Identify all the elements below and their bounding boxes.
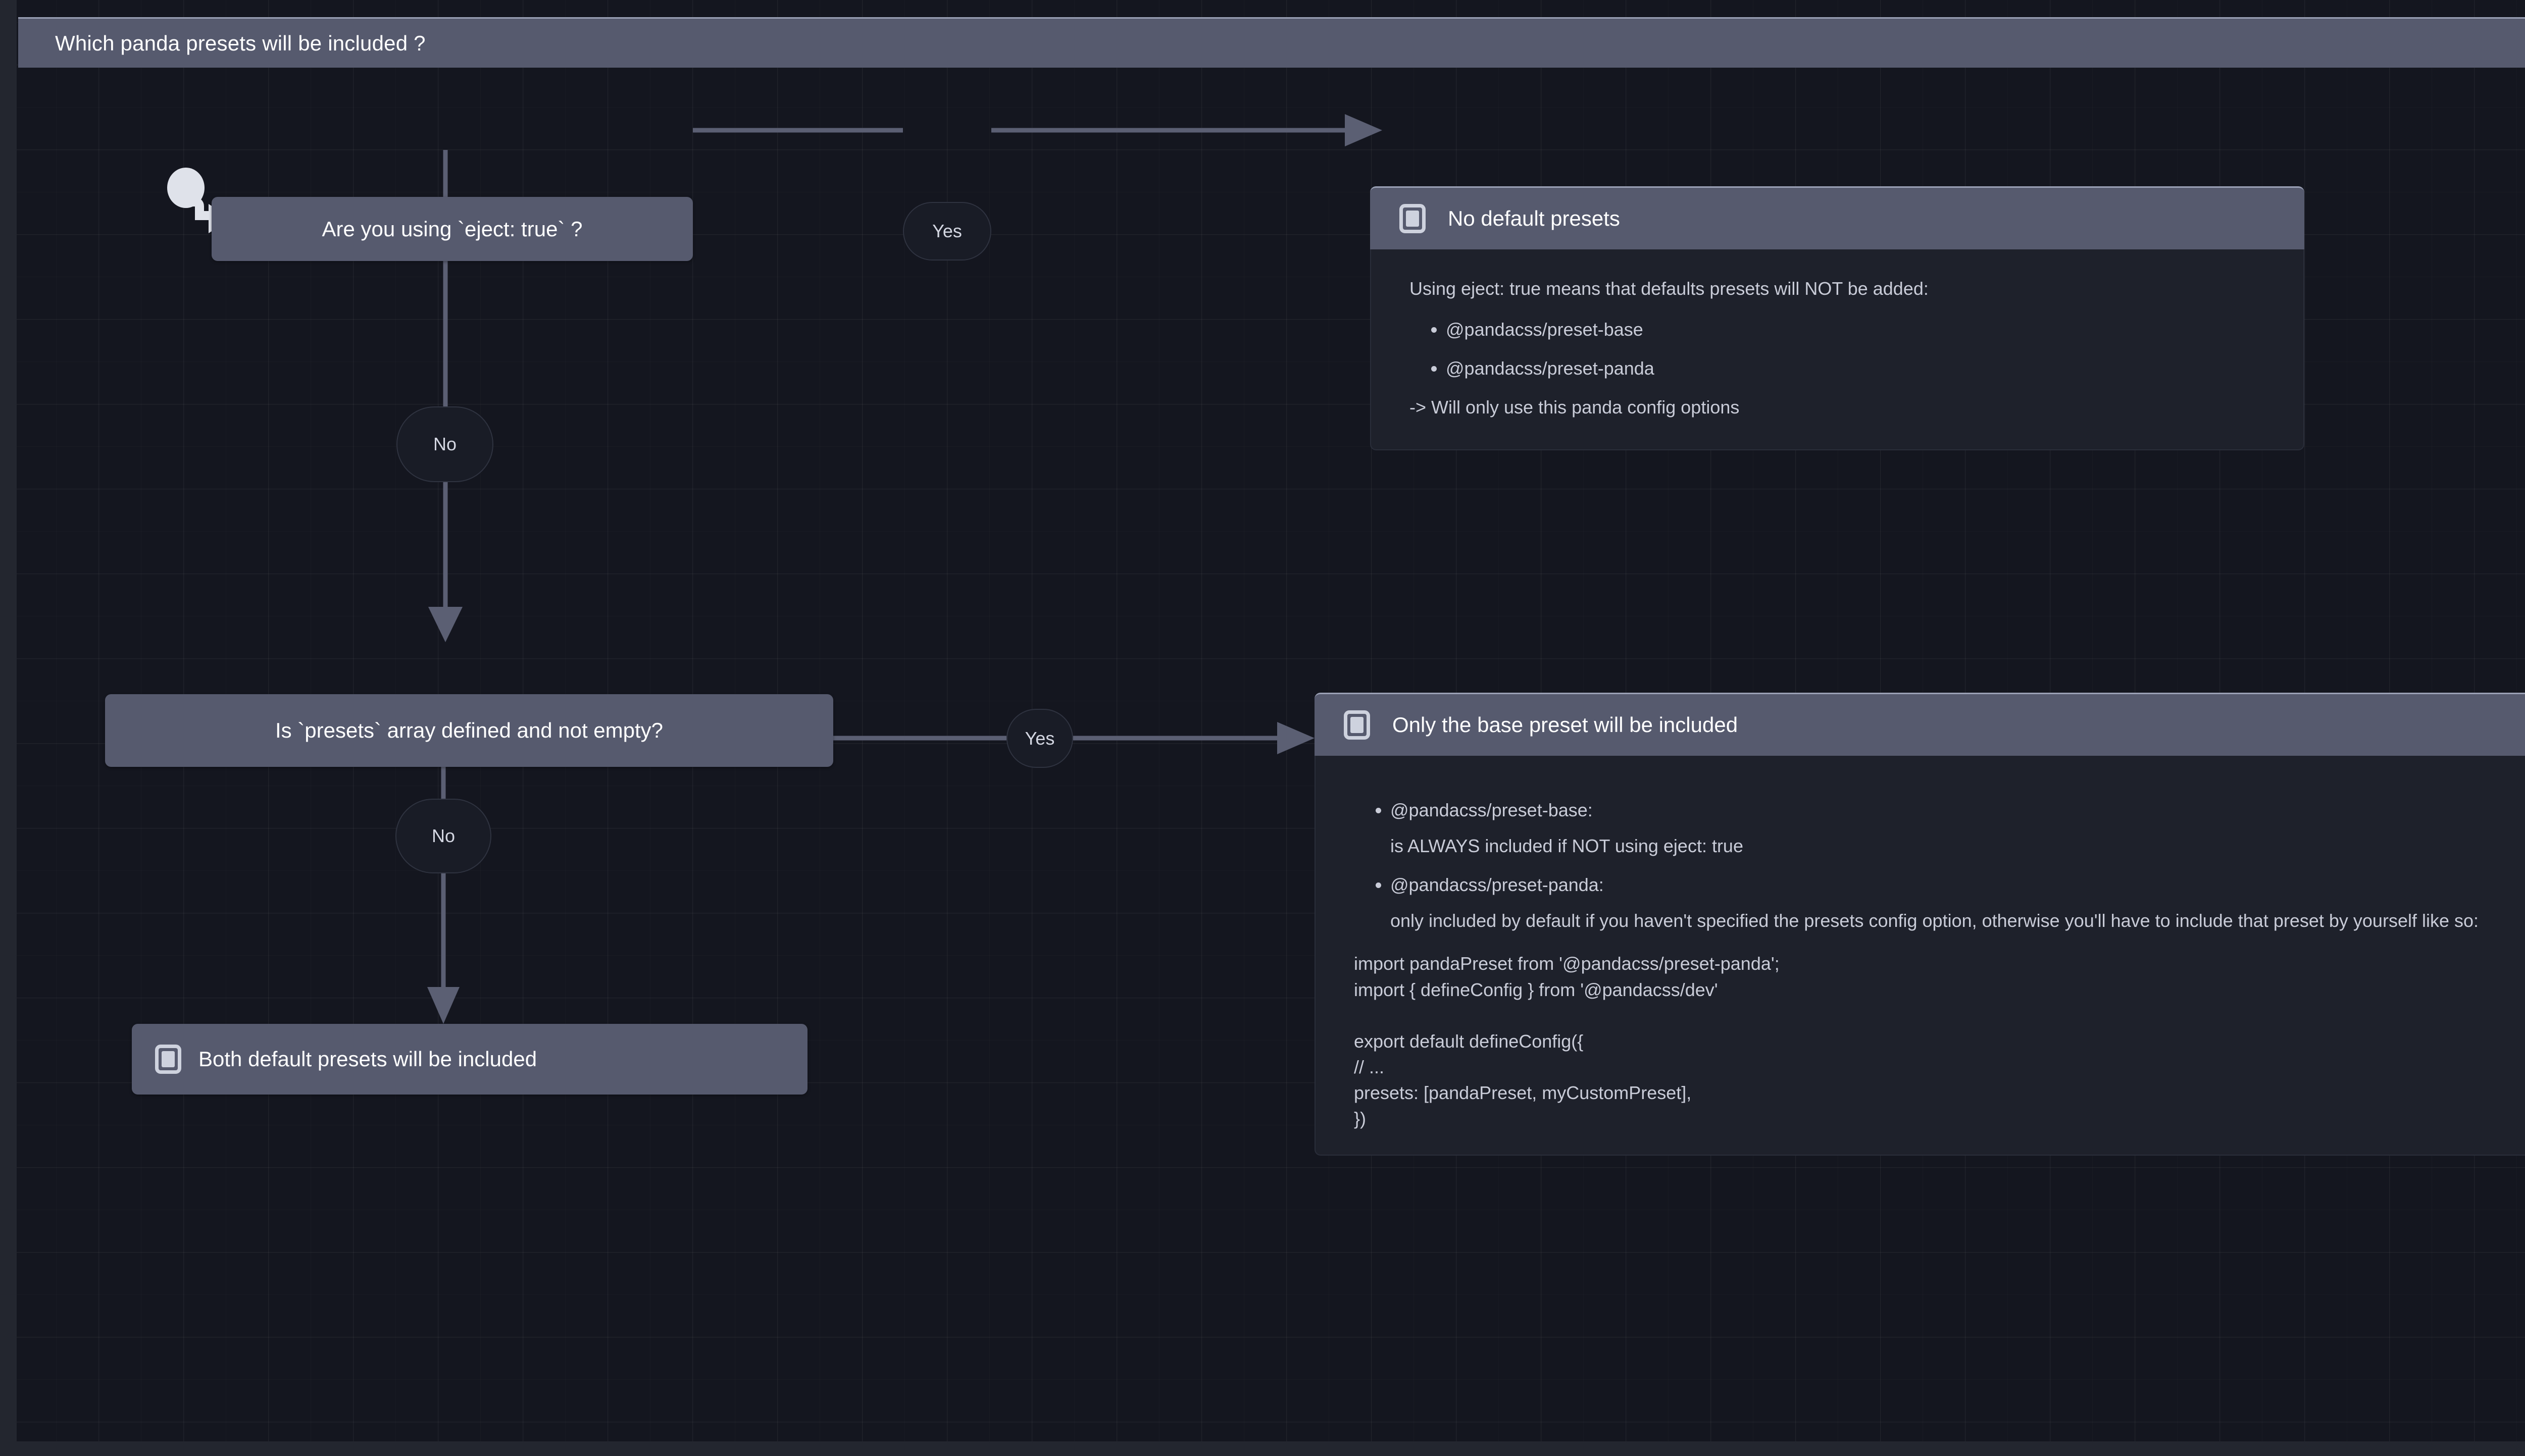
note-panel-no-default-presets-body: Using eject: true means that defaults pr… (1370, 249, 2304, 451)
edge-label-eject-no-text: No (433, 434, 457, 454)
note-panel-only-base-preset[interactable]: Only the base preset will be included @p… (1315, 693, 2525, 1156)
code-line (1354, 1003, 2525, 1028)
edge-label-presets-no: No (395, 799, 491, 873)
note-icon (1399, 204, 1426, 233)
code-line: // ... (1354, 1056, 1385, 1077)
edge-label-presets-yes-text: Yes (1025, 727, 1055, 749)
edge-label-eject-no: No (396, 406, 493, 482)
note-panel-no-default-presets-title: No default presets (1448, 206, 1620, 230)
note-intro-text: Using eject: true means that defaults pr… (1409, 278, 1929, 299)
note-panel-only-base-preset-header: Only the base preset will be included (1315, 693, 2525, 756)
list-item: @pandacss/preset-panda: only included by… (1390, 872, 2525, 933)
page-title: Which panda presets will be included ? (55, 31, 426, 55)
preset-detail-list: @pandacss/preset-base: is ALWAYS include… (1354, 797, 2525, 933)
edge-arrowhead-onlybase (1277, 722, 1315, 754)
edge-label-presets-yes: Yes (1006, 709, 1073, 768)
note-panel-no-default-presets-header: No default presets (1370, 186, 2304, 249)
code-line: import pandaPreset from '@pandacss/prese… (1354, 953, 1780, 974)
decision-node-eject-label: Are you using `eject: true` ? (322, 217, 583, 241)
code-block: import pandaPreset from '@pandacss/prese… (1354, 951, 2525, 1131)
list-item-main: @pandacss/preset-base: (1390, 800, 1593, 820)
decision-node-eject[interactable]: Are you using `eject: true` ? (212, 197, 693, 261)
edge-label-eject-yes: Yes (903, 202, 991, 261)
list-item: @pandacss/preset-base: is ALWAYS include… (1390, 797, 2525, 859)
edge-label-eject-yes-text: Yes (932, 221, 962, 241)
code-line: presets: [pandaPreset, myCustomPreset], (1354, 1082, 1692, 1103)
list-item-sub: is ALWAYS included if NOT using eject: t… (1390, 836, 1743, 857)
diagram-title-bar: Which panda presets will be included ? (18, 17, 2525, 68)
edge-arrowhead-presets (428, 607, 463, 642)
list-item-sub: only included by default if you haven't … (1390, 910, 2479, 931)
edge-arrowhead-nodefault (1345, 114, 1382, 146)
result-node-both-presets-label: Both default presets will be included (198, 1047, 537, 1071)
edge-label-presets-no-text: No (431, 825, 456, 846)
list-item: @pandacss/preset-base (1446, 317, 2273, 342)
preset-bullet-list: @pandacss/preset-base @pandacss/preset-p… (1409, 317, 2273, 381)
code-line: import { defineConfig } from '@pandacss/… (1354, 979, 1718, 1000)
list-item: @pandacss/preset-panda (1446, 355, 2273, 381)
edge-arrowhead-both (427, 987, 460, 1024)
note-outro-text: -> Will only use this panda config optio… (1409, 397, 1740, 418)
decision-node-presets[interactable]: Is `presets` array defined and not empty… (105, 694, 833, 767)
decision-node-presets-label: Is `presets` array defined and not empty… (275, 718, 664, 742)
flowchart-canvas[interactable]: Which panda presets will be included ? A… (17, 0, 2525, 1441)
note-icon (1344, 710, 1370, 740)
code-line: export default defineConfig({ (1354, 1030, 1584, 1052)
note-panel-only-base-preset-body: @pandacss/preset-base: is ALWAYS include… (1315, 756, 2525, 1156)
result-node-both-presets[interactable]: Both default presets will be included (132, 1024, 807, 1095)
note-panel-only-base-preset-title: Only the base preset will be included (1392, 713, 1738, 737)
note-panel-no-default-presets[interactable]: No default presets Using eject: true mea… (1370, 186, 2304, 451)
note-icon (155, 1045, 181, 1074)
code-line: }) (1354, 1108, 1367, 1129)
list-item-main: @pandacss/preset-panda: (1390, 874, 1604, 896)
